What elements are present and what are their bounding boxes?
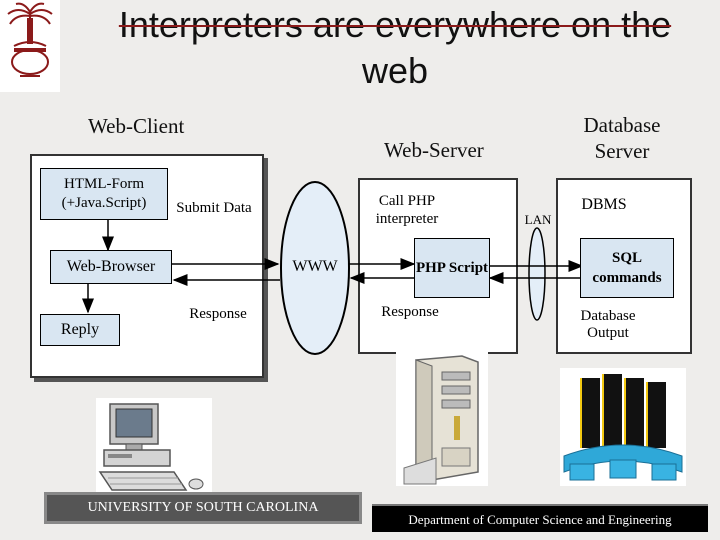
database-server-heading: Database Server — [583, 113, 661, 163]
database-output-label: Database Output — [580, 308, 636, 341]
lan-label: LAN — [524, 212, 552, 227]
html-form-box: HTML-Form (+Java.Script) — [40, 168, 168, 220]
server-response-label: Response — [381, 304, 439, 320]
submit-data-label: Submit Data — [176, 200, 252, 216]
reply-box: Reply — [40, 314, 120, 346]
call-php-label: Call PHP interpreter — [375, 193, 439, 227]
www-network-shape — [280, 181, 350, 355]
university-banner: UNIVERSITY OF SOUTH CAROLINA — [44, 492, 362, 524]
web-client-heading: Web-Client — [88, 114, 185, 138]
dbms-label: DBMS — [581, 196, 627, 213]
web-server-heading: Web-Server — [384, 138, 484, 162]
department-name: Department of Computer Science and Engin… — [408, 512, 672, 527]
client-response-label: Response — [189, 306, 247, 322]
php-script-box: PHP Script — [414, 238, 490, 298]
server-tower-icon — [396, 350, 488, 486]
desktop-computer-icon — [96, 398, 212, 496]
www-label: WWW — [292, 258, 338, 275]
lan-network-shape — [528, 227, 546, 321]
palmetto-logo-icon — [7, 2, 53, 77]
mainframe-database-icon — [560, 368, 686, 486]
web-browser-box: Web-Browser — [50, 250, 172, 284]
university-logo — [0, 0, 60, 92]
university-name: UNIVERSITY OF SOUTH CAROLINA — [87, 500, 319, 515]
department-banner: Department of Computer Science and Engin… — [372, 504, 708, 532]
slide-title: Interpreters are everywhere on the web — [118, 4, 672, 91]
sql-commands-box: SQL commands — [580, 238, 674, 298]
